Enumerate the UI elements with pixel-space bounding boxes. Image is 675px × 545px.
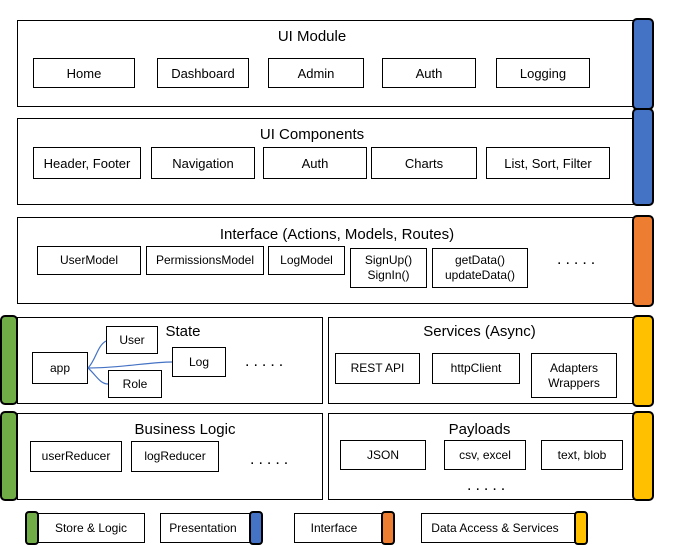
legend-store-logic-swatch (25, 511, 39, 545)
connector-app-role (87, 367, 109, 385)
legend-data-access-services-swatch (574, 511, 588, 545)
legend-store-logic: Store & Logic (27, 513, 145, 543)
legend-store-logic-label: Store & Logic (54, 521, 128, 535)
interface-ellipsis: ..... (557, 251, 600, 268)
legend-interface: Interface (294, 513, 384, 543)
ui-module-item-logging: Logging (496, 58, 590, 88)
payloads-layer-bar (632, 411, 654, 501)
interface-item-getdata-updatedata: getData() updateData() (432, 248, 528, 288)
payloads-item-csv-excel: csv, excel (444, 440, 526, 470)
payloads-item-json: JSON (340, 440, 426, 470)
ui-module-item-dashboard: Dashboard (157, 58, 249, 88)
ui-components-item-charts: Charts (371, 147, 477, 179)
services-item-rest-api: REST API (335, 353, 420, 384)
services-title: Services (Async) (423, 323, 536, 340)
ui-module-item-home: Home (33, 58, 135, 88)
payloads-ellipsis: ..... (467, 477, 510, 494)
connector-app-user (87, 340, 107, 369)
ui-module-title: UI Module (277, 28, 347, 45)
interface-title: Interface (Actions, Models, Routes) (219, 226, 455, 243)
connector-app-log (87, 361, 173, 369)
state-child-log: Log (172, 347, 226, 377)
interface-item-permissionsmodel: PermissionsModel (146, 246, 264, 275)
ui-components-layer-bar (632, 108, 654, 206)
legend-interface-label: Interface (310, 521, 358, 535)
ui-module-item-admin: Admin (268, 58, 364, 88)
state-root-app: app (32, 352, 88, 384)
business-logic-item-logreducer: logReducer (131, 441, 219, 472)
interface-layer-bar (632, 215, 654, 307)
services-item-httpclient: httpClient (432, 353, 520, 384)
ui-components-item-header-footer: Header, Footer (33, 147, 141, 179)
business-logic-item-userreducer: userReducer (30, 441, 122, 472)
ui-components-item-list-sort-filter: List, Sort, Filter (486, 147, 610, 179)
ui-components-title: UI Components (259, 126, 365, 143)
interface-item-usermodel: UserModel (37, 246, 141, 275)
business-logic-ellipsis: ..... (250, 451, 293, 468)
state-layer-bar (0, 315, 18, 405)
payloads-title: Payloads (448, 421, 511, 438)
legend-data-access-services: Data Access & Services (421, 513, 579, 543)
legend-data-access-services-label: Data Access & Services (431, 521, 559, 535)
legend-presentation-swatch (249, 511, 263, 545)
legend-presentation-label: Presentation (169, 521, 237, 535)
ui-module-item-auth: Auth (382, 58, 476, 88)
services-item-adapters-wrappers: Adapters Wrappers (531, 353, 617, 398)
services-layer-bar (632, 315, 654, 407)
state-ellipsis: ..... (245, 353, 288, 370)
legend-presentation: Presentation (160, 513, 256, 543)
interface-item-logmodel: LogModel (268, 246, 345, 275)
ui-components-item-auth: Auth (263, 147, 367, 179)
payloads-item-text-blob: text, blob (541, 440, 623, 470)
state-child-role: Role (108, 370, 162, 398)
state-title: State (165, 323, 201, 340)
legend-interface-swatch (381, 511, 395, 545)
state-child-user: User (106, 326, 158, 354)
interface-item-signup-signin: SignUp() SignIn() (350, 248, 427, 288)
ui-components-item-navigation: Navigation (151, 147, 255, 179)
business-logic-layer-bar (0, 411, 18, 501)
business-logic-title: Business Logic (134, 421, 236, 438)
